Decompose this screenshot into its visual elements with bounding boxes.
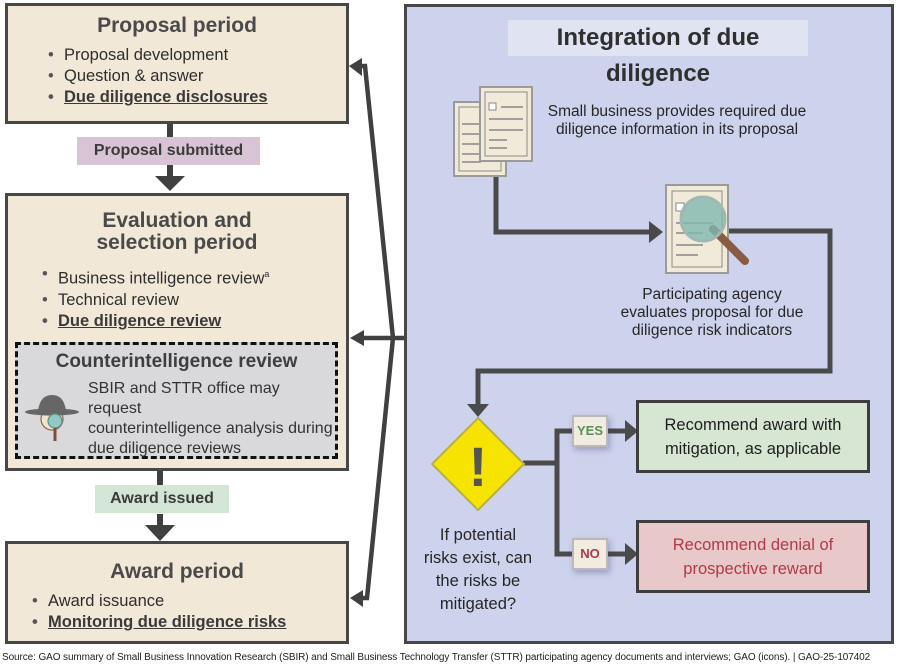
list-item: Proposal development (46, 45, 346, 66)
list-item: Question & answer (46, 66, 346, 87)
list-item: Technical review (40, 290, 346, 311)
counterintelligence-title: Counterintelligence review (55, 351, 298, 372)
list-item: Business intelligence reviewa (40, 264, 346, 290)
list-item: Award issuance (30, 591, 346, 612)
award-period-box: Award period Award issuance Monitoring d… (5, 541, 349, 644)
yes-label: YES (572, 415, 608, 447)
award-issued-tag: Award issued (95, 485, 229, 513)
no-outcome-box: Recommend denial of prospective reward (636, 520, 870, 593)
list-item-emphasized: Monitoring due diligence risks (30, 612, 346, 633)
documents-icon (453, 86, 533, 177)
step-evaluate-text: Participating agency evaluates proposal … (620, 286, 804, 339)
no-label: NO (572, 538, 608, 570)
integration-link-proposal (355, 63, 396, 339)
arrowhead-down (155, 176, 185, 191)
step-submit-text: Small business provides required due dil… (547, 103, 807, 138)
proposal-period-list: Proposal development Question & answer D… (46, 45, 346, 108)
counterintelligence-text: SBIR and STTR office may request counter… (88, 380, 333, 457)
integration-panel: Integration of due diligence Small busin… (404, 4, 894, 644)
spy-hat-icon (25, 395, 79, 441)
evaluation-period-title: Evaluation and selection period (96, 209, 258, 254)
integration-title: Integration of due diligence (508, 20, 808, 87)
integration-flow-lines (467, 173, 833, 565)
award-period-title: Award period (110, 560, 244, 583)
proposal-period-title: Proposal period (97, 14, 257, 37)
warning-diamond-icon: ! (430, 416, 526, 512)
proposal-submitted-tag: Proposal submitted (77, 137, 260, 165)
proposal-period-box: Proposal period Proposal development Que… (5, 3, 349, 124)
integration-link-award (357, 337, 396, 601)
source-note: Source: GAO summary of Small Business In… (2, 652, 871, 663)
magnifier-document-icon (665, 184, 749, 274)
counterintelligence-box: Counterintelligence review SBIR and STTR… (15, 342, 338, 459)
award-period-list: Award issuance Monitoring due diligence … (30, 591, 346, 633)
footnote-marker: a (264, 269, 270, 279)
evaluation-period-list: Business intelligence reviewa Technical … (40, 264, 346, 332)
yes-outcome-box: Recommend award with mitigation, as appl… (636, 400, 870, 473)
decision-question: If potential risks exist, can the risks … (423, 526, 533, 613)
warning-symbol: ! (469, 435, 488, 498)
list-item-emphasized: Due diligence disclosures (46, 87, 346, 108)
list-item-emphasized: Due diligence review (40, 311, 346, 332)
